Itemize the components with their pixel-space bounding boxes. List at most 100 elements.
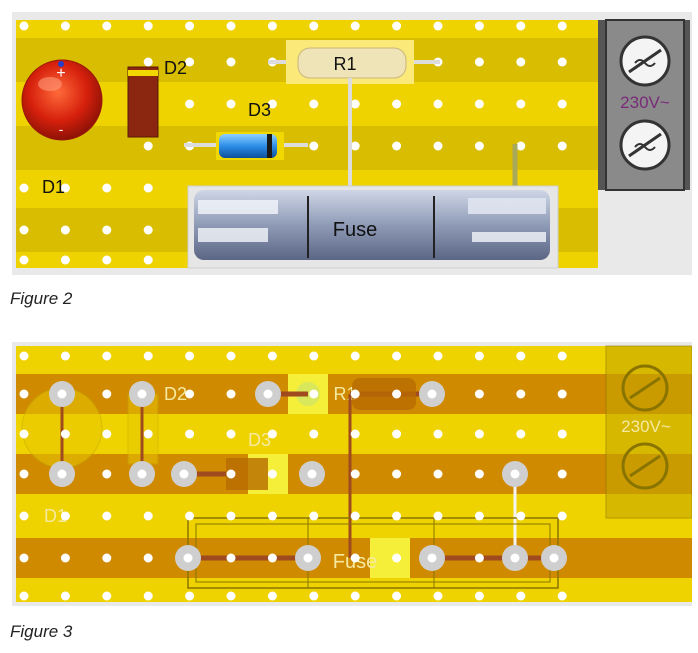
board-hole [185, 21, 195, 31]
board-hole [226, 351, 236, 361]
board-hole [226, 389, 236, 399]
board-hole [350, 351, 360, 361]
board-hole [19, 225, 29, 235]
board-hole [516, 351, 526, 361]
board-hole [516, 99, 526, 109]
d3-label: D3 [248, 100, 271, 120]
figure-3-caption: Figure 3 [10, 622, 73, 641]
board-hole [307, 469, 317, 479]
board-hole [309, 99, 319, 109]
voltage-label-ghost: 230V~ [621, 417, 671, 436]
board-hole [433, 511, 443, 521]
board-hole [102, 469, 112, 479]
board-hole [60, 183, 70, 193]
board-hole [516, 57, 526, 67]
board-hole [143, 225, 153, 235]
board-hole [350, 469, 360, 479]
voltage-label: 230V~ [620, 93, 670, 112]
board-hole [226, 511, 236, 521]
board-hole [102, 351, 112, 361]
screw-terminal-icon [621, 364, 669, 412]
led-minus-label: - [59, 121, 64, 137]
board-hole [267, 351, 277, 361]
board-hole [60, 255, 70, 265]
board-hole [57, 389, 67, 399]
board-hole [474, 469, 484, 479]
board-hole [267, 429, 277, 439]
board-hole [19, 255, 29, 265]
board-hole [143, 255, 153, 265]
board-hole [474, 429, 484, 439]
board-hole [474, 553, 484, 563]
board-hole [309, 511, 319, 521]
board-hole [143, 591, 153, 601]
board-hole [19, 389, 29, 399]
board-hole [137, 469, 147, 479]
board-hole [392, 351, 402, 361]
screw-terminal-icon [621, 442, 669, 490]
board-hole [557, 141, 567, 151]
board-hole [549, 553, 559, 563]
board-hole [350, 21, 360, 31]
board-hole [226, 469, 236, 479]
board-hole [263, 389, 273, 399]
board-hole [433, 591, 443, 601]
board-hole [433, 141, 443, 151]
board-hole [137, 389, 147, 399]
board-hole [185, 351, 195, 361]
board-hole [143, 141, 153, 151]
figure-3-board: 230V~ D1 D2 D3 R1 [16, 345, 692, 602]
board-hole [474, 351, 484, 361]
board-hole [557, 389, 567, 399]
board-hole [510, 469, 520, 479]
board-hole [557, 99, 567, 109]
board-hole [392, 21, 402, 31]
board-hole [427, 389, 437, 399]
board-hole [102, 389, 112, 399]
board-hole [516, 591, 526, 601]
board-hole [19, 351, 29, 361]
board-hole [267, 553, 277, 563]
board-hole [350, 429, 360, 439]
board-hole [19, 591, 29, 601]
resistor-r1-ghost [352, 378, 416, 410]
board-hole [143, 21, 153, 31]
board-hole [350, 389, 360, 399]
board-hole [267, 591, 277, 601]
board-hole [19, 469, 29, 479]
track-cut-marker [370, 538, 410, 578]
board-hole [557, 429, 567, 439]
fuse-body [187, 185, 559, 269]
board-hole [392, 591, 402, 601]
board-hole [557, 21, 567, 31]
board-hole [267, 469, 277, 479]
board-hole [350, 553, 360, 563]
diode-d3 [184, 132, 308, 160]
board-hole [474, 99, 484, 109]
board-hole [60, 511, 70, 521]
board-hole [427, 553, 437, 563]
d2-label: D2 [164, 58, 187, 78]
board-hole [143, 351, 153, 361]
resistor-r1 [268, 40, 440, 192]
d1-label: D1 [42, 177, 65, 197]
board-hole [226, 553, 236, 563]
board-hole [60, 591, 70, 601]
board-hole [392, 469, 402, 479]
board-hole [392, 553, 402, 563]
terminal-block-ghost [605, 345, 692, 519]
board-hole [185, 57, 195, 67]
board-hole [392, 511, 402, 521]
board-hole [267, 99, 277, 109]
board-hole [350, 591, 360, 601]
board-hole [474, 389, 484, 399]
board-hole [19, 21, 29, 31]
board-hole [350, 99, 360, 109]
board-hole [516, 429, 526, 439]
board-hole [226, 21, 236, 31]
board-hole [183, 553, 193, 563]
board-hole [433, 429, 443, 439]
terminal-block: 230V~ [598, 19, 690, 191]
board-hole [185, 591, 195, 601]
board-hole [557, 591, 567, 601]
